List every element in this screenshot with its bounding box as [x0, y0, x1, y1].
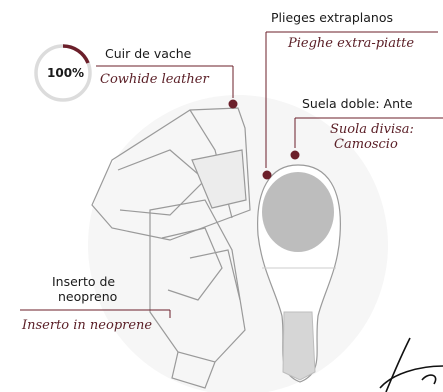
folds-label-fr: Plieges extraplanos — [271, 10, 393, 25]
neoprene-label-fr-line1: Inserto de — [52, 274, 115, 289]
sole-label-it-line1: Suola divisa: — [330, 122, 414, 137]
sole-heel-pad — [283, 312, 315, 380]
neoprene-label-it: Inserto in neoprene — [22, 318, 152, 333]
neoprene-label-fr-line2: neopreno — [58, 289, 117, 304]
percent-label: 100% — [47, 66, 84, 80]
cowhide-label-fr: Cuir de vache — [105, 46, 191, 61]
signature-flourish — [380, 338, 443, 392]
sole-label-fr: Suela doble: Ante — [302, 96, 413, 111]
cowhide-label-it: Cowhide leather — [100, 72, 209, 87]
folds-label-it: Pieghe extra-piatte — [288, 36, 414, 51]
sole-label-it-line2: Camoscio — [334, 137, 398, 152]
sole-front-suede-pad — [262, 172, 334, 252]
